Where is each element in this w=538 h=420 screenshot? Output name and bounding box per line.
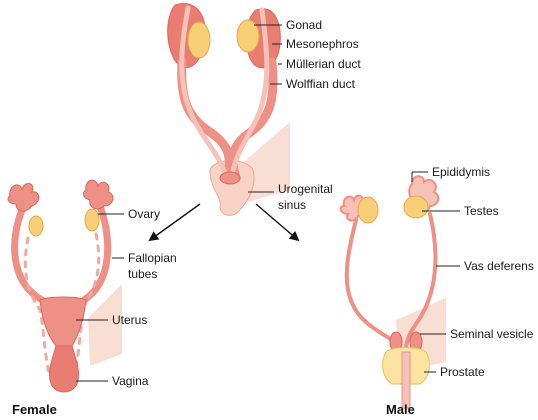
male-title: Male bbox=[386, 402, 415, 417]
indifferent-stage: Gonad Mesonephros Müllerian duct Wolffia… bbox=[167, 3, 361, 216]
ovary-right bbox=[84, 208, 100, 232]
label-urogenital: Urogenital bbox=[278, 182, 333, 196]
label-wolffian-duct: Wolffian duct bbox=[286, 77, 356, 91]
label-uterus: Uterus bbox=[112, 313, 147, 327]
female-shading bbox=[88, 284, 122, 366]
label-vas-deferens: Vas deferens bbox=[464, 259, 534, 273]
testis-left bbox=[357, 196, 379, 224]
label-mesonephros: Mesonephros bbox=[286, 37, 359, 51]
vas-deferens-left bbox=[344, 218, 402, 352]
testis-right bbox=[403, 195, 429, 219]
uterus bbox=[39, 296, 87, 347]
wolffian-remnant-left bbox=[23, 236, 52, 380]
label-seminal-vesicle: Seminal vesicle bbox=[450, 327, 534, 341]
label-prostate: Prostate bbox=[440, 365, 485, 379]
sinus-openings bbox=[219, 171, 241, 185]
fimbriae-right bbox=[82, 179, 114, 210]
label-tubes: tubes bbox=[128, 267, 157, 281]
label-sinus: sinus bbox=[278, 198, 306, 212]
gonad-left bbox=[187, 21, 211, 59]
mullerian-duct-right bbox=[229, 7, 270, 179]
male-system: Epididymis Testes Vas deferens Seminal v… bbox=[339, 165, 534, 417]
label-gonad: Gonad bbox=[286, 18, 322, 32]
label-ovary: Ovary bbox=[128, 207, 160, 221]
gonad-right bbox=[236, 19, 260, 53]
urethra bbox=[401, 351, 411, 409]
ovary-left bbox=[28, 215, 44, 237]
female-system: Ovary Fallopian tubes Uterus Vagina Fema… bbox=[7, 179, 177, 417]
label-testes: Testes bbox=[464, 204, 499, 218]
arrow-to-male bbox=[255, 203, 300, 242]
mullerian-duct-left bbox=[179, 5, 229, 179]
wolffian-duct-left bbox=[177, 57, 234, 183]
label-mullerian-duct: Müllerian duct bbox=[286, 57, 361, 71]
vagina bbox=[49, 345, 79, 393]
fimbriae-left bbox=[7, 183, 40, 212]
arrow-to-female bbox=[148, 203, 201, 242]
label-vagina: Vagina bbox=[112, 374, 149, 388]
label-fallopian: Fallopian bbox=[128, 251, 177, 265]
female-title: Female bbox=[12, 402, 57, 417]
vas-deferens-right bbox=[404, 212, 438, 352]
urogenital-sinus bbox=[209, 160, 255, 216]
label-epididymis: Epididymis bbox=[432, 165, 490, 179]
fallopian-tube-left bbox=[11, 206, 46, 304]
